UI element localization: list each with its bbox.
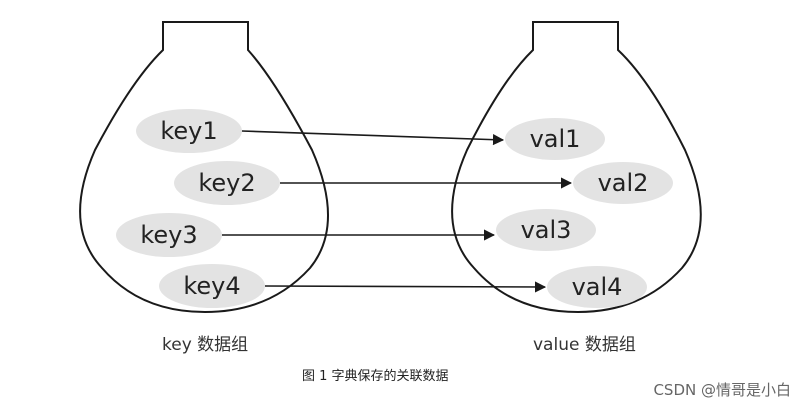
- key-group-label: key 数据组: [162, 335, 249, 355]
- key-pill-1-label: key1: [160, 117, 217, 145]
- key-pill-2-label: key2: [198, 169, 255, 197]
- value-pill-4-label: val4: [572, 273, 623, 301]
- value-pill-2-label: val2: [598, 169, 649, 197]
- value-pill-2: val2: [573, 162, 673, 204]
- key-pill-3: key3: [116, 213, 222, 257]
- value-pill-3-label: val3: [521, 216, 572, 244]
- key-pill-3-label: key3: [140, 221, 197, 249]
- key-pill-1: key1: [136, 109, 242, 153]
- arrow-key1-to-val1: [241, 130, 505, 146]
- key-pill-4: key4: [159, 264, 265, 308]
- value-pill-1: val1: [505, 118, 605, 160]
- value-pill-3: val3: [496, 209, 596, 251]
- value-group-label: value 数据组: [533, 335, 636, 355]
- figure-caption: 图 1 字典保存的关联数据: [302, 369, 449, 384]
- value-pill-1-label: val1: [530, 125, 581, 153]
- csdn-watermark: CSDN @情哥是小白: [653, 381, 791, 399]
- arrow-key4-to-val4: [264, 281, 547, 293]
- key-pill-2: key2: [174, 161, 280, 205]
- value-pill-4: val4: [547, 266, 647, 308]
- key-pill-4-label: key4: [183, 272, 240, 300]
